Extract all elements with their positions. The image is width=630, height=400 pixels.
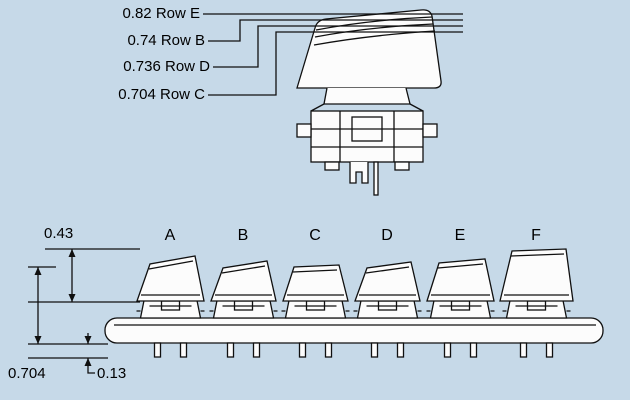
key-unit-e	[426, 297, 495, 358]
key-unit-c	[281, 297, 350, 358]
key-unit-a	[136, 297, 205, 358]
keyboard-assembly	[104, 248, 604, 358]
key-unit-d	[353, 297, 422, 358]
key-unit-f	[502, 297, 571, 358]
column-label-d: D	[381, 227, 393, 244]
mounting-plate	[104, 317, 604, 344]
keycap-row-e	[426, 258, 495, 302]
keycap-detail	[296, 9, 442, 89]
column-label-c: C	[309, 227, 321, 244]
dimension-overall-height: 0.704	[8, 365, 46, 382]
row-height-leader-lines	[203, 13, 463, 96]
keycap-row-c	[282, 264, 349, 302]
column-label-a: A	[164, 227, 176, 244]
keycap-row-a	[136, 255, 205, 302]
keycap-row-d	[354, 261, 421, 302]
label-row-c-height: 0.704 Row C	[118, 86, 205, 103]
column-label-b: B	[237, 227, 249, 244]
label-row-b-height: 0.74 Row B	[127, 32, 205, 49]
dimension-pin-length: 0.13	[97, 365, 127, 382]
column-label-e: E	[454, 227, 466, 244]
dimension-lines	[28, 248, 140, 374]
dimension-cap-height: 0.43	[44, 225, 74, 242]
label-row-d-height: 0.736 Row D	[123, 58, 210, 75]
column-label-f: F	[531, 227, 541, 244]
label-row-e-height: 0.82 Row E	[122, 5, 200, 22]
switch-detail	[296, 87, 438, 196]
keycap-row-f	[499, 248, 574, 302]
keycap-row-b	[210, 260, 277, 302]
